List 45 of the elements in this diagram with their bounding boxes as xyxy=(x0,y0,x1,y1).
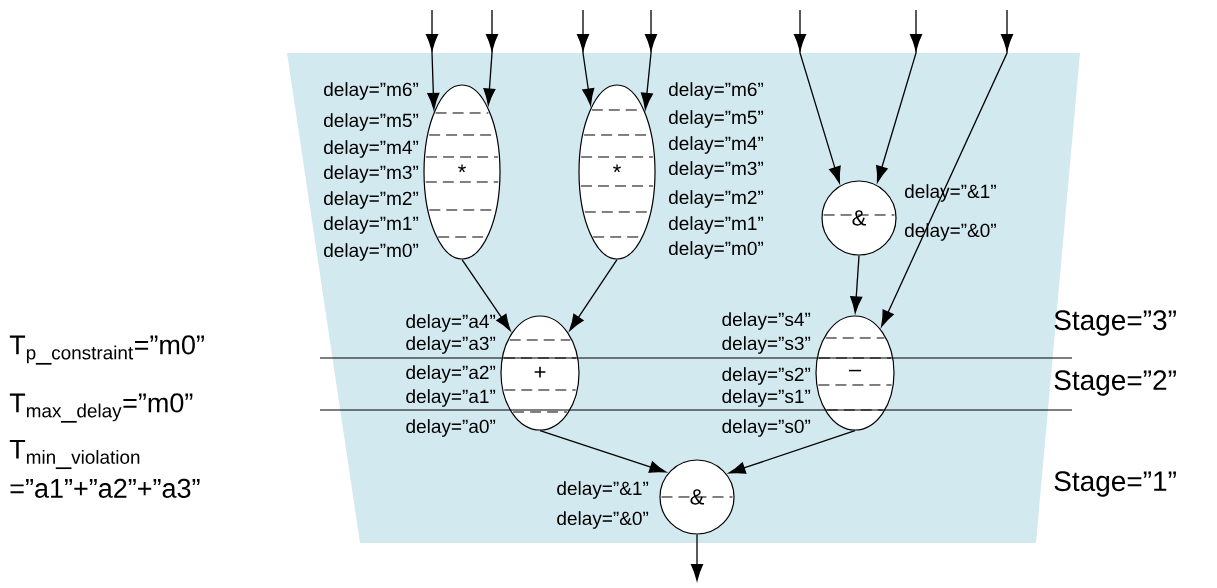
stage-label: Stage=”3” xyxy=(1054,310,1176,336)
timing-label: $\mathrm{T}_{\mathrm{p\_constraint}}\mbox{=”m0”}$ xyxy=(9,335,204,365)
delay-label: delay=”m0” xyxy=(324,243,419,261)
delay-label: delay=”m1” xyxy=(324,216,419,234)
arrow xyxy=(640,9,658,110)
delay-label: delay=”m2” xyxy=(669,190,764,208)
delay-label: delay=”m0” xyxy=(669,241,764,259)
delay-label: delay=”a4” xyxy=(406,314,496,332)
delay-label: delay=”m6” xyxy=(669,82,764,100)
arrow xyxy=(576,9,595,106)
arrow xyxy=(425,9,440,110)
arrow xyxy=(483,9,499,106)
delay-label: delay=”a3” xyxy=(406,336,496,354)
delay-label: delay=”m6” xyxy=(324,82,419,100)
delay-label: delay=”s3” xyxy=(722,336,811,354)
delay-label: delay=”m4” xyxy=(324,140,419,158)
arrow xyxy=(881,9,1014,327)
stage-label: Stage=”2” xyxy=(1054,370,1176,396)
arrow xyxy=(793,9,841,184)
delay-label: delay=”m3” xyxy=(669,161,764,179)
arrow xyxy=(850,254,863,314)
delay-label: delay=”a0” xyxy=(406,419,496,437)
delay-label: delay=”m2” xyxy=(324,191,419,209)
delay-label: delay=”&0” xyxy=(557,511,649,529)
timing-label: $\begin{array}{@{}l@{}}\mathrm{T}_{\mathrm{min\_violation}}\\ \mbox{=”a1”+”a2”+”a3”}\end{array}$ xyxy=(9,440,200,498)
delay-label: delay=”a1” xyxy=(406,389,496,407)
arrow xyxy=(876,9,923,183)
delay-label: delay=”m5” xyxy=(324,113,419,131)
delay-label: delay=”a2” xyxy=(406,365,496,383)
arrow xyxy=(539,429,667,473)
arrow xyxy=(728,429,856,474)
delay-label: delay=”m3” xyxy=(324,165,419,183)
arrow xyxy=(569,258,618,331)
delay-label: delay=”m4” xyxy=(669,136,764,154)
arrow xyxy=(690,533,704,581)
arrow xyxy=(461,258,511,331)
delay-label: delay=”&1” xyxy=(557,481,649,499)
delay-label: delay=”s2” xyxy=(722,367,811,385)
delay-label: delay=”m1” xyxy=(669,216,764,234)
delay-label: delay=”s0” xyxy=(722,419,811,437)
stage-label: Stage=”1” xyxy=(1054,471,1176,497)
delay-label: delay=”s4” xyxy=(722,312,811,330)
delay-label: delay=”s1” xyxy=(722,389,811,407)
timing-label: $\mathrm{T}_{\mathrm{max\_delay}}\mbox{=”m0”}$ xyxy=(9,393,193,423)
delay-label: delay=”m5” xyxy=(669,110,764,128)
